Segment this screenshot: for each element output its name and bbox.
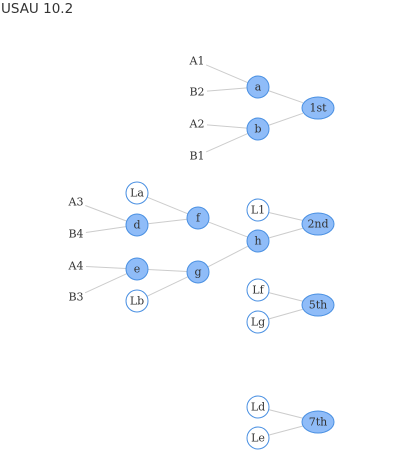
node-label: g bbox=[194, 266, 201, 279]
seed-label: A2 bbox=[189, 118, 205, 131]
node-g: g bbox=[186, 260, 210, 284]
edge-La-f bbox=[146, 196, 189, 215]
seed-label: B1 bbox=[189, 150, 204, 163]
edge-s-A1-a bbox=[206, 64, 249, 84]
node-label: h bbox=[254, 235, 261, 248]
node-Le: Le bbox=[246, 426, 270, 450]
node-label: f bbox=[196, 212, 201, 225]
seed-label: B3 bbox=[68, 291, 83, 304]
node-label: d bbox=[133, 219, 140, 232]
node-label: 7th bbox=[309, 416, 328, 429]
node-1st: 1st bbox=[301, 96, 335, 120]
edge-Lf-5th bbox=[268, 292, 303, 302]
seed-label: A4 bbox=[68, 260, 84, 273]
node-a: a bbox=[246, 75, 270, 99]
loser-node-shape bbox=[125, 289, 149, 313]
edge-g-h bbox=[207, 245, 249, 268]
edge-Ld-7th bbox=[268, 409, 303, 419]
node-label: Lg bbox=[251, 316, 265, 329]
edge-a-1st bbox=[268, 90, 304, 104]
node-label: e bbox=[134, 263, 141, 276]
edge-s-A3-d bbox=[85, 205, 127, 222]
edge-Lg-5th bbox=[268, 308, 303, 320]
seed-label: A3 bbox=[68, 196, 84, 209]
edge-h-2nd bbox=[268, 227, 303, 239]
loser-node-shape bbox=[246, 278, 270, 302]
node-d: d bbox=[125, 213, 149, 237]
node-L1: L1 bbox=[246, 198, 270, 222]
node-label: L1 bbox=[251, 204, 265, 217]
node-h: h bbox=[246, 229, 270, 253]
node-label: a bbox=[255, 81, 262, 94]
result-node-shape bbox=[301, 96, 335, 120]
node-label: Le bbox=[251, 432, 265, 445]
edge-L1-2nd bbox=[268, 212, 303, 221]
loser-node-shape bbox=[246, 395, 270, 419]
seed-label: B2 bbox=[189, 86, 204, 99]
node-label: La bbox=[130, 187, 144, 200]
seed-label: A1 bbox=[189, 55, 205, 68]
edge-s-B3-e bbox=[84, 273, 128, 294]
loser-node-shape bbox=[246, 310, 270, 334]
node-f: f bbox=[186, 206, 210, 230]
node-label: 2nd bbox=[307, 218, 328, 231]
edge-s-B1-b bbox=[205, 132, 249, 153]
loser-node-shape bbox=[246, 198, 270, 222]
loser-node-shape bbox=[125, 181, 149, 205]
node-label: Ld bbox=[251, 401, 265, 414]
game-node-shape bbox=[246, 75, 270, 99]
seed-label: B4 bbox=[68, 228, 83, 241]
node-e: e bbox=[125, 257, 149, 281]
node-label: Lf bbox=[252, 284, 264, 297]
node-5th: 5th bbox=[301, 293, 335, 317]
node-label: 1st bbox=[309, 102, 327, 115]
game-node-shape bbox=[246, 229, 270, 253]
edge-s-B4-d bbox=[85, 226, 127, 234]
node-label: 5th bbox=[309, 299, 328, 312]
edge-s-A2-b bbox=[206, 124, 248, 129]
node-Lf: Lf bbox=[246, 278, 270, 302]
node-b: b bbox=[246, 117, 270, 141]
node-7th: 7th bbox=[301, 410, 335, 434]
node-label: Lb bbox=[130, 295, 144, 308]
node-label: b bbox=[254, 123, 261, 136]
node-Lb: Lb bbox=[125, 289, 149, 313]
page-title: USAU 10.2 bbox=[1, 1, 74, 17]
game-node-shape bbox=[246, 117, 270, 141]
game-node-shape bbox=[125, 213, 149, 237]
result-node-shape bbox=[301, 410, 335, 434]
edge-s-A4-e bbox=[85, 265, 127, 269]
game-node-shape bbox=[186, 206, 210, 230]
edge-b-1st bbox=[268, 112, 304, 126]
edge-e-g bbox=[147, 269, 188, 272]
game-node-shape bbox=[125, 257, 149, 281]
loser-node-shape bbox=[246, 426, 270, 450]
result-node-shape bbox=[301, 293, 335, 317]
game-node-shape bbox=[186, 260, 210, 284]
node-2nd: 2nd bbox=[301, 212, 335, 236]
node-La: La bbox=[125, 181, 149, 205]
edge-d-f bbox=[147, 218, 188, 225]
edge-f-h bbox=[208, 221, 248, 238]
edge-Le-7th bbox=[268, 425, 303, 436]
edges-layer bbox=[84, 64, 304, 436]
edge-s-B2-a bbox=[206, 87, 248, 92]
edge-Lb-g bbox=[146, 276, 189, 297]
result-node-shape bbox=[301, 212, 335, 236]
node-Ld: Ld bbox=[246, 395, 270, 419]
node-Lg: Lg bbox=[246, 310, 270, 334]
